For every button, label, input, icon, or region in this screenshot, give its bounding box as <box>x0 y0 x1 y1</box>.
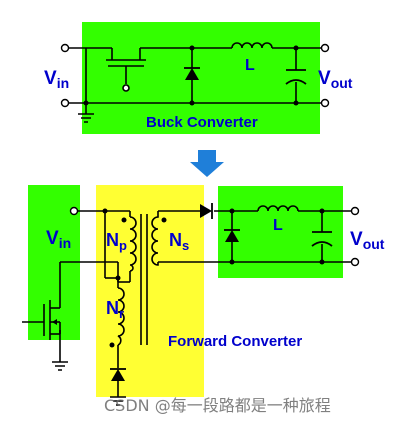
forward-mosfet-arrow <box>52 319 57 325</box>
buck-vin-sub: in <box>57 75 69 91</box>
buck-vout-main: V <box>318 68 331 89</box>
buck-junction-dots <box>83 45 299 106</box>
forward-vout-main: V <box>350 229 363 250</box>
forward-vout-sub: out <box>363 236 385 252</box>
buck-vout-label: Vout <box>318 68 353 91</box>
buck-terminals <box>60 43 330 108</box>
forward-converter: Vin Np Ns Nr L Vout Forward Converter <box>22 185 385 406</box>
forward-inductor <box>257 205 299 212</box>
buck-switch-mosfet <box>106 48 146 92</box>
forward-np-sub: p <box>119 238 127 253</box>
forward-junction-dots <box>102 208 325 281</box>
buck-vout-sub: out <box>331 75 353 91</box>
forward-inductor-label: L <box>273 217 283 234</box>
buck-inductor-label: L <box>245 57 255 74</box>
forward-vout-label: Vout <box>350 229 385 252</box>
forward-nr-winding <box>117 287 125 346</box>
forward-terminals <box>69 206 360 267</box>
forward-capacitor <box>311 231 333 247</box>
down-arrow-icon <box>190 150 224 177</box>
forward-polarity-dots <box>109 217 167 348</box>
forward-switch-mosfet <box>43 295 61 340</box>
buck-vin-main: V <box>44 68 57 89</box>
forward-reset-diode <box>110 368 126 381</box>
forward-np-winding <box>129 216 137 272</box>
forward-ground-icon <box>52 361 68 371</box>
forward-freewheel-diode <box>224 229 240 242</box>
buck-title: Buck Converter <box>146 114 258 131</box>
forward-ns-sub: s <box>182 238 189 253</box>
forward-transformer-core <box>140 214 148 345</box>
buck-vin-label: Vin <box>44 68 69 91</box>
buck-diode <box>184 67 200 80</box>
forward-nr-main: N <box>106 298 119 318</box>
forward-vin-sub: in <box>59 235 71 251</box>
watermark: CSDN @每一段路都是一种旅程 <box>104 396 331 415</box>
forward-yellow-region <box>96 185 204 397</box>
forward-title: Forward Converter <box>168 333 302 350</box>
forward-np-label: Np <box>106 230 127 253</box>
forward-ns-label: Ns <box>169 230 189 253</box>
buck-green-region <box>82 22 320 134</box>
forward-vin-label: Vin <box>46 228 71 251</box>
buck-ground-icon <box>78 113 94 123</box>
forward-np-main: N <box>106 230 119 250</box>
forward-vin-main: V <box>46 228 59 249</box>
forward-ns-main: N <box>169 230 182 250</box>
buck-converter: Vin Vout L Buck Converter <box>44 22 353 134</box>
buck-inductor <box>231 42 273 49</box>
buck-capacitor <box>285 69 307 85</box>
forward-reset-ground-icon <box>110 396 126 406</box>
forward-nr-sub: r <box>119 306 124 321</box>
forward-ns-winding <box>151 211 159 266</box>
forward-nr-label: Nr <box>106 298 124 321</box>
forward-output-diode <box>200 203 213 219</box>
